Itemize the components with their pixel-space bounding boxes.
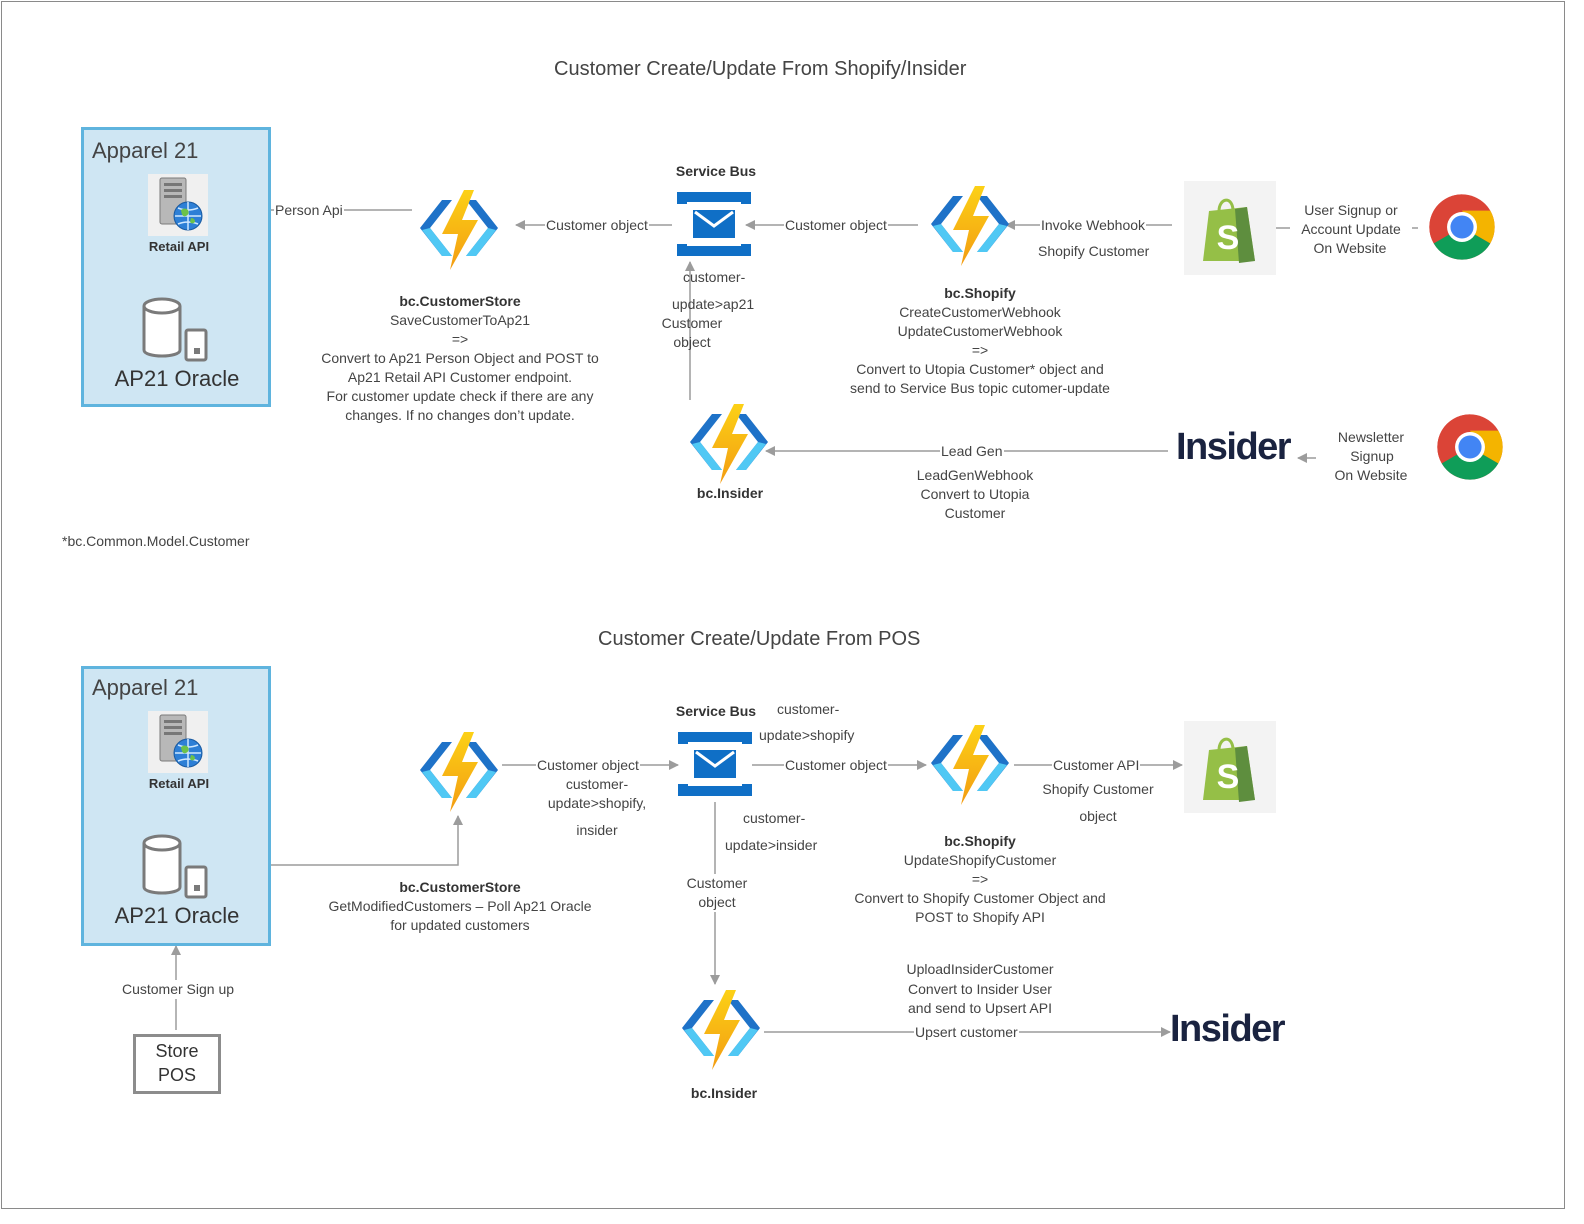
customer-object-label-1: Customer object xyxy=(545,216,649,235)
diagram-frame xyxy=(1,1,1565,1209)
shopify-icon xyxy=(1199,732,1259,804)
shopify-icon xyxy=(1199,193,1259,265)
customerstore-name-bottom: bc.CustomerStore xyxy=(399,879,521,895)
invoke-webhook-label: Invoke Webhook xyxy=(1040,216,1147,235)
servicebus-name-top: Service Bus xyxy=(675,163,757,179)
newsletter-line3: On Website xyxy=(1334,467,1408,483)
shopify-fn-name: bc.Shopify xyxy=(944,285,1016,301)
insider-fn-desc-3: and send to Upsert API xyxy=(908,1000,1052,1016)
topic-ap21-line4: object xyxy=(673,334,711,350)
lead-gen-desc-1: LeadGenWebhook xyxy=(916,467,1034,483)
shopify-customer-object-line1: Shopify Customer xyxy=(1042,781,1154,797)
shopify-fn-bottom-desc-2: => xyxy=(971,871,989,887)
apparel21-box-bottom: Apparel 21 Retail API AP21 Oracle xyxy=(81,666,271,946)
apparel21-label: Apparel 21 xyxy=(92,138,199,163)
shopify-fn-bottom-desc-1: UpdateShopifyCustomer xyxy=(903,852,1057,868)
azure-function-icon xyxy=(676,990,766,1070)
topic-insider-line1: customer- xyxy=(743,810,806,826)
database-icon xyxy=(140,296,210,366)
insider-fn-name-top: bc.Insider xyxy=(696,485,764,501)
customer-sign-up-label: Customer Sign up xyxy=(106,980,250,999)
topic-ap21-line3: Customer xyxy=(661,315,723,331)
azure-function-icon xyxy=(925,186,1015,266)
insider-fn-name-bottom: bc.Insider xyxy=(690,1085,758,1101)
retail-api-label: Retail API xyxy=(148,239,210,254)
customerstore-desc-2: => xyxy=(451,331,469,347)
apparel21-label: Apparel 21 xyxy=(92,675,199,700)
apparel21-box-top: Apparel 21 Retail API AP21 Oracle xyxy=(81,127,271,407)
insider-logo: Insider xyxy=(1170,1008,1286,1050)
shopify-fn-desc-5: send to Service Bus topic cutomer-update xyxy=(850,380,1110,396)
customer-object-label-2: Customer object xyxy=(784,216,888,235)
person-api-label: Person Api xyxy=(274,201,344,220)
topic-insider-line2: update>insider xyxy=(725,837,818,853)
azure-function-icon xyxy=(414,190,504,270)
shopify-fn-name-bottom: bc.Shopify xyxy=(944,833,1016,849)
shopify-fn-desc-1: CreateCustomerWebhook xyxy=(899,304,1061,320)
service-bus-icon xyxy=(677,192,751,256)
lead-gen-label: Lead Gen xyxy=(940,442,1004,461)
topic-shopify-line1: customer- xyxy=(777,701,840,717)
title-top: Customer Create/Update From Shopify/Insi… xyxy=(554,58,967,80)
shopify-fn-desc-3: => xyxy=(971,342,989,358)
database-icon xyxy=(140,833,210,903)
cs-topic-line1: customer- xyxy=(565,776,629,792)
customer-object-b3-line2: object xyxy=(666,893,768,912)
store-pos-box: Store POS xyxy=(133,1034,221,1094)
shopify-customer-object-line2: object xyxy=(1079,808,1117,824)
ap21-oracle-label: AP21 Oracle xyxy=(114,903,240,928)
customerstore-bottom-desc-1: GetModifiedCustomers – Poll Ap21 Oracle xyxy=(328,898,592,914)
azure-function-icon xyxy=(414,732,504,812)
server-globe-icon xyxy=(148,711,208,773)
newsletter-line2: Signup xyxy=(1316,447,1428,466)
customerstore-desc-3: Convert to Ap21 Person Object and POST t… xyxy=(321,350,599,366)
edge-oracle-to-customerstore xyxy=(200,815,463,866)
customerstore-desc-5: For customer update check if there are a… xyxy=(326,388,594,404)
customerstore-desc-1: SaveCustomerToAp21 xyxy=(389,312,531,328)
shopify-customer-label: Shopify Customer xyxy=(1038,243,1150,259)
title-bottom: Customer Create/Update From POS xyxy=(598,628,921,650)
retail-api-label: Retail API xyxy=(148,776,210,791)
cs-topic-line3: insider xyxy=(576,822,618,838)
upsert-customer-label: Upsert customer xyxy=(914,1023,1019,1042)
lead-gen-desc-2: Convert to Utopia xyxy=(920,486,1030,502)
shopify-fn-bottom-desc-3: Convert to Shopify Customer Object and xyxy=(854,890,1106,906)
topic-ap21-line1: customer- xyxy=(683,269,746,285)
customer-object-b3-line1: Customer xyxy=(666,874,768,893)
customer-object-label-b1: Customer object xyxy=(536,756,640,775)
topic-ap21-line2: update>ap21 xyxy=(672,296,755,312)
customerstore-desc-6: changes. If no changes don’t update. xyxy=(345,407,575,423)
servicebus-name-bottom: Service Bus xyxy=(675,703,757,719)
store-pos-line1: Store xyxy=(155,1041,199,1061)
azure-function-icon xyxy=(684,404,774,484)
chrome-icon xyxy=(1436,413,1504,481)
customer-api-label: Customer API xyxy=(1052,756,1141,775)
newsletter-line1: Newsletter xyxy=(1337,429,1405,445)
shopify-fn-desc-2: UpdateCustomerWebhook xyxy=(897,323,1063,339)
insider-logo: Insider xyxy=(1176,426,1292,468)
user-signup-line1: User Signup or xyxy=(1290,201,1412,220)
shopify-fn-desc-4: Convert to Utopia Customer* object and xyxy=(856,361,1104,377)
customerstore-bottom-desc-2: for updated customers xyxy=(390,917,530,933)
insider-fn-desc-2: Convert to Insider User xyxy=(908,981,1052,997)
topic-shopify-line2: update>shopify xyxy=(759,727,855,743)
ap21-oracle-label: AP21 Oracle xyxy=(114,366,240,391)
server-globe-icon xyxy=(148,174,208,236)
azure-function-icon xyxy=(925,725,1015,805)
footnote: *bc.Common.Model.Customer xyxy=(62,533,250,549)
cs-topic-line2: update>shopify, xyxy=(547,795,647,811)
customerstore-name: bc.CustomerStore xyxy=(399,293,521,309)
lead-gen-desc-3: Customer xyxy=(944,505,1006,521)
store-pos-line2: POS xyxy=(157,1065,196,1085)
user-signup-line2: Account Update xyxy=(1290,220,1412,239)
customerstore-desc-4: Ap21 Retail API Customer endpoint. xyxy=(347,369,573,385)
user-signup-line3: On Website xyxy=(1313,240,1387,256)
shopify-fn-bottom-desc-4: POST to Shopify API xyxy=(915,909,1045,925)
chrome-icon xyxy=(1428,193,1496,261)
service-bus-icon xyxy=(678,732,752,796)
insider-fn-desc-1: UploadInsiderCustomer xyxy=(906,961,1054,977)
customer-object-label-b2: Customer object xyxy=(784,756,888,775)
